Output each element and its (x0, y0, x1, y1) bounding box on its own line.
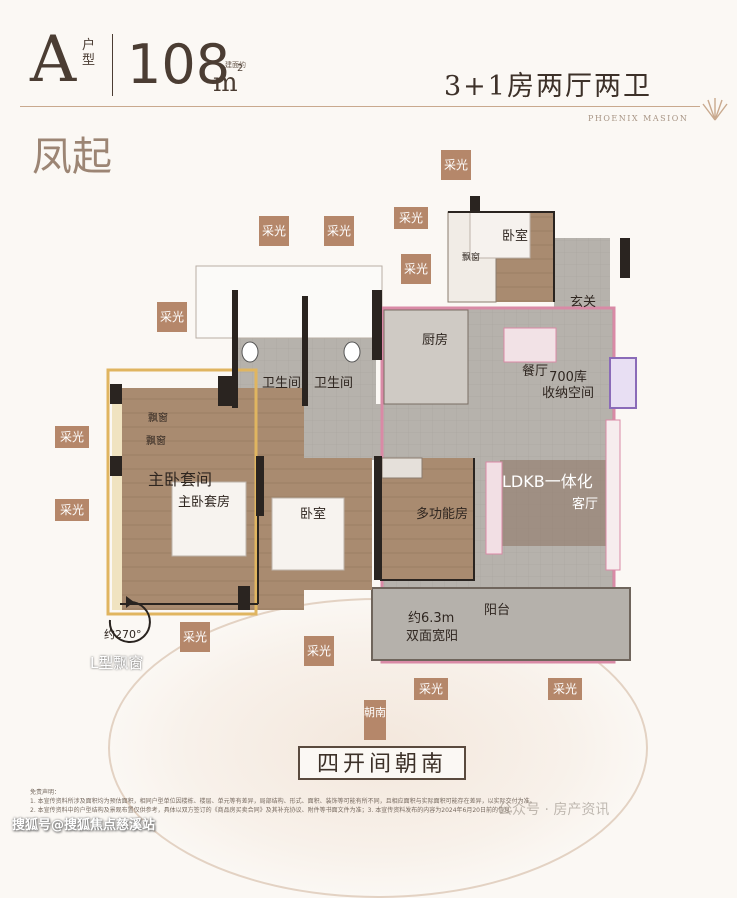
angle-label: 约270° (104, 628, 142, 641)
label-living: 客厅 (572, 497, 599, 512)
living-rug (500, 460, 606, 546)
header-rule (20, 106, 700, 107)
area-unit-sup: 2 (237, 63, 244, 74)
label-balcony: 阳台 (484, 603, 511, 618)
light-tag: 采光 (157, 302, 187, 332)
label-north-bay: 飘窗 (462, 253, 481, 263)
north-terrace (195, 265, 383, 339)
corridor-floor (304, 404, 384, 460)
wall (302, 296, 308, 406)
wall (218, 376, 232, 406)
dining-table (503, 327, 557, 363)
storage-box (609, 357, 637, 409)
brand-name: PHOENIX MASION (588, 114, 689, 123)
light-tag: 采光 (401, 254, 431, 284)
wall (470, 196, 480, 212)
light-tag: 采光 (414, 678, 448, 700)
kitchen-counter (383, 309, 469, 405)
wall (110, 456, 122, 476)
label-bay-a: 飘窗 (148, 413, 168, 424)
floor-plan (106, 196, 637, 664)
watermark-secondary: 公众号 · 房产资讯 (498, 802, 610, 818)
light-tag: 采光 (55, 499, 89, 521)
disclaimer-line: 1. 本宣传资料所涉及面积均为预估面积，相同户型单位因楼栋、楼层、单元等有差异，… (30, 798, 536, 805)
light-tag: 采光 (548, 678, 582, 700)
label-entry: 玄关 (570, 295, 597, 310)
type-letter: A (30, 23, 77, 97)
wall-line (120, 458, 259, 605)
l-window-label: L型飘窗 (90, 654, 144, 672)
tv-wall (605, 419, 621, 571)
label-bay-b: 飘窗 (146, 436, 166, 447)
disclaimer-line: 2. 本宣传资料中的户型结构及景观布置仅供参考，具体以双方签订的《商品房买卖合同… (30, 807, 516, 814)
orientation-banner: 四开间朝南 (298, 746, 466, 780)
wall (238, 586, 250, 610)
watermark: 搜狐号@搜狐焦点慈溪站 (12, 818, 156, 833)
master-bay (112, 384, 122, 610)
light-tag: 采光 (304, 636, 334, 666)
north-bed (469, 211, 531, 259)
south-tag: 朝南 (364, 700, 386, 740)
label-balcony-width: 约6.3m (408, 611, 455, 626)
light-tag: 采光 (324, 216, 354, 246)
wall (256, 456, 264, 516)
disclaimer: 免责声明： 1. 本宣传资料所涉及面积均为预估面积，相同户型单位因楼栋、楼层、单… (30, 788, 630, 815)
area-note: 建面约 (225, 61, 246, 69)
wall (110, 384, 122, 404)
toilet (343, 341, 361, 363)
master-bed (171, 481, 247, 557)
area-unit: m (213, 68, 238, 98)
label-master-bedroom: 主卧套房 (178, 495, 231, 510)
light-tag: 采光 (441, 150, 471, 180)
angle-arrowhead (126, 596, 134, 608)
light-tag: 采光 (394, 207, 428, 229)
header-divider (112, 34, 113, 96)
area-value: 108 (127, 33, 231, 96)
label-master-suite: 主卧套间 (148, 470, 213, 489)
label-bedroom: 卧室 (300, 507, 327, 522)
wall (232, 290, 238, 408)
wall (374, 456, 382, 580)
label-dining: 餐厅 (522, 364, 549, 379)
light-tag: 采光 (55, 426, 89, 448)
label-balcony-desc: 双面宽阳 (406, 629, 459, 644)
label-multi-room: 多功能房 (416, 507, 469, 522)
sofa (485, 461, 503, 555)
layout-title: 3+1房两厅两卫 (444, 71, 652, 102)
fan-logo-icon (702, 98, 728, 121)
project-name: 凤起 (32, 134, 112, 180)
type-suffix: 户型 (82, 38, 96, 68)
entry-floor (554, 238, 610, 308)
light-tag: 采光 (259, 216, 289, 246)
label-ldkb: LDKB一体化 (502, 472, 593, 491)
disclaimer-title: 免责声明： (30, 789, 61, 796)
wall (372, 290, 382, 360)
angle-arrow (108, 601, 151, 643)
wall (620, 238, 630, 278)
label-north-bedroom: 卧室 (502, 229, 529, 244)
wall-line (380, 458, 475, 581)
wall-line (448, 211, 555, 302)
label-kitchen: 厨房 (422, 333, 449, 348)
balcony-floor (371, 587, 631, 661)
toilet (241, 341, 259, 363)
bedroom-bed (271, 497, 345, 571)
label-storage: 700库 收纳空间 (542, 370, 595, 401)
label-bath1: 卫生间 (262, 376, 302, 391)
label-bath2: 卫生间 (314, 376, 354, 391)
multi-desk (381, 457, 423, 479)
light-tag: 采光 (180, 622, 210, 652)
